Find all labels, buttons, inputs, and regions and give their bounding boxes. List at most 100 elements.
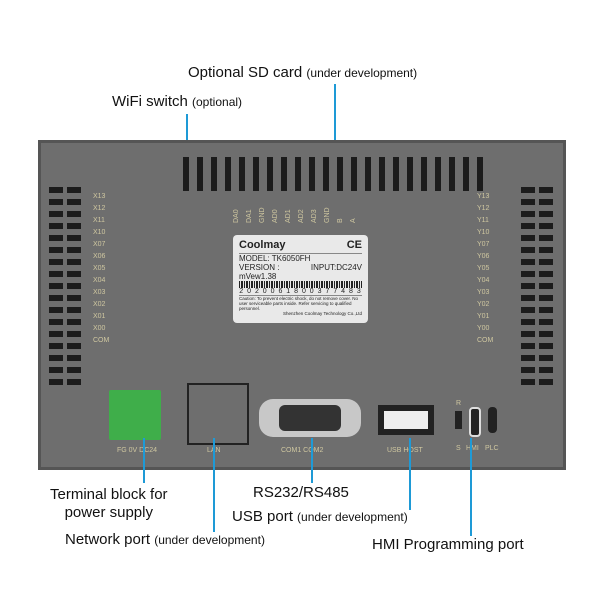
vent-slot xyxy=(67,295,81,301)
vent-slot xyxy=(539,355,553,361)
vent-slot xyxy=(67,223,81,229)
vent-slot xyxy=(49,223,63,229)
vent-slot xyxy=(539,235,553,241)
vent-slot xyxy=(197,157,203,191)
vent-slot xyxy=(67,331,81,337)
vent-slot xyxy=(521,199,535,205)
switch-s-label: S xyxy=(456,445,461,452)
vent-slot xyxy=(365,157,371,191)
vent-slot xyxy=(211,157,217,191)
input-label: X11 xyxy=(93,217,105,224)
vent-slot xyxy=(539,367,553,373)
vent-slot xyxy=(539,247,553,253)
input-text: INPUT:DC24V xyxy=(310,263,362,272)
brand-logo: Coolmay xyxy=(239,239,286,251)
vent-slot xyxy=(49,187,63,193)
model-text: MODEL: TK6050FH xyxy=(239,253,362,263)
vent-slot xyxy=(67,187,81,193)
vent-slot xyxy=(521,187,535,193)
wifi-callout: WiFi switch (optional) xyxy=(112,93,243,110)
vent-slot xyxy=(521,259,535,265)
output-label: Y00 xyxy=(477,325,490,332)
vent-slot xyxy=(323,157,329,191)
vent-slot xyxy=(67,211,81,217)
vent-slot xyxy=(521,307,535,313)
vent-slot xyxy=(521,355,535,361)
input-label: X12 xyxy=(93,205,106,212)
vent-slot xyxy=(67,271,81,277)
vent-slot xyxy=(49,343,63,349)
input-label: X04 xyxy=(93,277,106,284)
output-label: Y02 xyxy=(477,301,490,308)
network-line xyxy=(213,438,215,532)
vent-slot xyxy=(379,157,385,191)
serial-number: 2 0 2 0 0 6 1 8 0 0 3 7 7 4 8 3 xyxy=(239,288,362,295)
vent-slot xyxy=(225,157,231,191)
output-label: Y06 xyxy=(477,253,490,260)
output-label: Y05 xyxy=(477,265,490,272)
vent-slot xyxy=(521,271,535,277)
terminal-line xyxy=(143,438,145,483)
barcode xyxy=(239,281,362,288)
vent-slot xyxy=(267,157,273,191)
vent-slot xyxy=(521,343,535,349)
pin-label: AD2 xyxy=(298,209,305,223)
vent-slot xyxy=(521,211,535,217)
wifi-line xyxy=(186,114,188,159)
hmi-usb-c-port xyxy=(469,407,481,437)
vent-slot xyxy=(337,157,343,191)
sd-card-callout: Optional SD card (under development) xyxy=(188,64,418,81)
vent-slot xyxy=(67,367,81,373)
power-label: FG 0V DC24 xyxy=(117,447,158,454)
usb-label: USB HOST xyxy=(387,447,423,454)
output-label: Y13 xyxy=(477,193,490,200)
vent-slot xyxy=(539,271,553,277)
input-label: X07 xyxy=(93,241,106,248)
output-label: Y11 xyxy=(477,217,489,224)
com-label: COM1 COM2 xyxy=(281,447,324,454)
lan-port xyxy=(187,383,249,445)
output-label: Y10 xyxy=(477,229,490,236)
vent-slot xyxy=(67,259,81,265)
vent-slot xyxy=(49,211,63,217)
vent-slot xyxy=(67,355,81,361)
caution-text: Caution: To prevent electric shock, do n… xyxy=(239,295,362,311)
db9-port xyxy=(259,399,361,437)
vent-slot xyxy=(49,199,63,205)
network-callout: Network port (under development) xyxy=(65,531,265,548)
vent-slot xyxy=(49,307,63,313)
hmi-line xyxy=(470,438,472,536)
input-label: X03 xyxy=(93,289,106,296)
vent-slot xyxy=(521,247,535,253)
output-label: Y07 xyxy=(477,241,490,248)
vent-slot xyxy=(67,247,81,253)
vent-slot xyxy=(49,247,63,253)
vent-slot xyxy=(539,319,553,325)
vent-slot xyxy=(539,199,553,205)
vent-slot xyxy=(239,157,245,191)
vent-slot xyxy=(539,223,553,229)
output-label: Y01 xyxy=(477,313,490,320)
vent-slot xyxy=(539,295,553,301)
vent-slot xyxy=(449,157,455,191)
pin-label: DA0 xyxy=(233,209,240,223)
input-label: COM xyxy=(93,337,110,344)
usb-callout: USB port (under development) xyxy=(232,508,408,525)
vent-slot xyxy=(253,157,259,191)
run-stop-switch[interactable] xyxy=(455,411,462,429)
vent-slot xyxy=(521,295,535,301)
ce-mark: CE xyxy=(346,239,362,251)
input-label: X00 xyxy=(93,325,106,332)
vent-slot xyxy=(67,199,81,205)
vent-slot xyxy=(477,157,483,191)
input-label: X05 xyxy=(93,265,106,272)
vent-slot xyxy=(539,379,553,385)
output-label: COM xyxy=(477,337,494,344)
vent-slot xyxy=(521,223,535,229)
output-label: Y03 xyxy=(477,289,490,296)
plc-port xyxy=(488,407,497,433)
vent-slot xyxy=(521,379,535,385)
plc-label: PLC xyxy=(485,445,499,452)
vent-slot xyxy=(309,157,315,191)
